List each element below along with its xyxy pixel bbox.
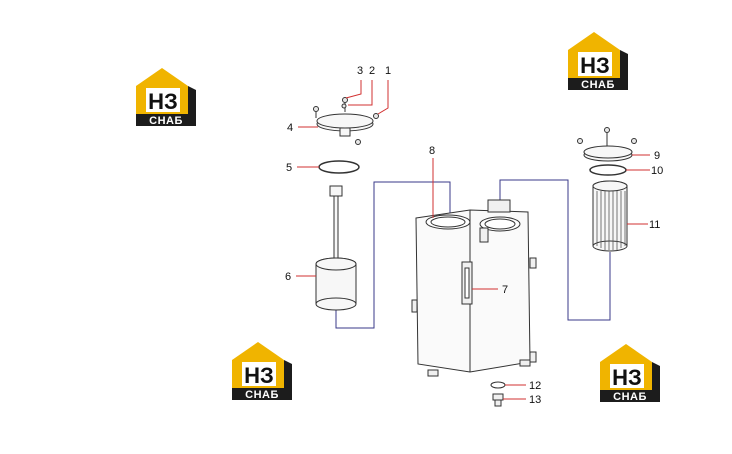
callout-2: 2 [369, 65, 375, 77]
callout-7: 7 [502, 284, 508, 296]
o-ring-10 [589, 164, 627, 176]
logo-text: СНАБ [581, 79, 615, 91]
callout-1: 1 [385, 65, 391, 77]
strainer-6 [315, 185, 357, 311]
callout-12: 12 [529, 380, 541, 392]
logo-top-left: НЗ СНАБ [136, 68, 196, 127]
logo-mark: НЗ [612, 365, 642, 390]
washer-12 [490, 381, 506, 389]
callout-6: 6 [285, 271, 291, 283]
logo-text: СНАБ [149, 115, 183, 127]
logo-bottom-right: НЗ СНАБ [600, 344, 660, 403]
cap-assembly-left [313, 97, 379, 145]
callout-4: 4 [287, 122, 293, 134]
callout-13: 13 [529, 394, 541, 406]
callout-9: 9 [654, 150, 660, 162]
logo-text: СНАБ [613, 391, 647, 403]
logo-mark: НЗ [244, 363, 274, 388]
logo-bottom-left: НЗ СНАБ [232, 342, 292, 401]
callout-labels: 1 2 3 4 5 6 7 8 9 10 11 12 13 [285, 65, 663, 406]
callout-5: 5 [286, 162, 292, 174]
logo-text: СНАБ [245, 389, 279, 401]
drain-plug-13 [492, 393, 504, 407]
callout-8: 8 [429, 145, 435, 157]
o-ring-5 [318, 160, 360, 174]
callout-3: 3 [357, 65, 363, 77]
leader-lines [296, 80, 650, 400]
logo-mark: НЗ [148, 89, 178, 114]
logo-top-right: НЗ СНАБ [568, 32, 628, 91]
cap-assembly-right [577, 127, 637, 162]
callout-10: 10 [651, 165, 663, 177]
filter-element-11 [592, 180, 628, 252]
callout-11: 11 [649, 219, 660, 231]
hose-lines [335, 179, 611, 329]
hydraulic-tank [411, 199, 537, 377]
logo-mark: НЗ [580, 53, 610, 78]
